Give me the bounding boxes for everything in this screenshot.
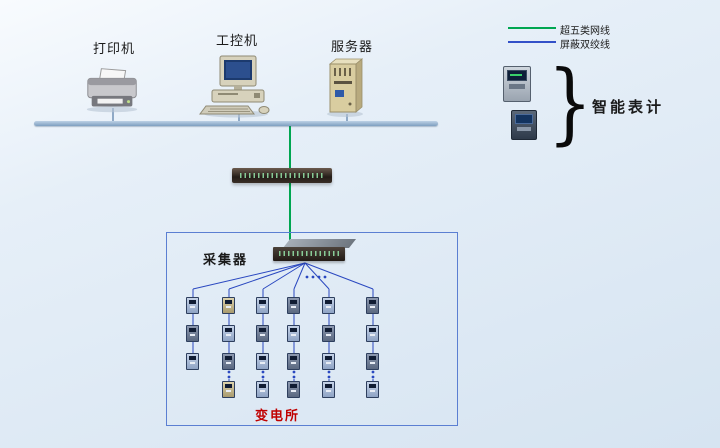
meter-icon xyxy=(366,297,379,314)
green-link-switch-to-collector xyxy=(289,183,291,240)
meter-icon xyxy=(287,297,300,314)
network-bus-line xyxy=(34,121,438,126)
meter-icon xyxy=(366,381,379,398)
meter-icon xyxy=(256,381,269,398)
meter-icon xyxy=(186,297,199,314)
meter-icon xyxy=(322,297,335,314)
meter-icon xyxy=(256,325,269,342)
computer-icon xyxy=(198,52,278,122)
collector-icon xyxy=(273,239,357,263)
substation-wiring xyxy=(192,262,375,389)
substation-label: 变电所 xyxy=(255,409,301,424)
collector-front-face xyxy=(273,247,345,261)
collector-ports xyxy=(279,251,339,256)
smart-meter-icon xyxy=(503,66,531,102)
server-label: 服务器 xyxy=(331,40,374,55)
printer-icon xyxy=(82,66,144,118)
meter-icon xyxy=(222,325,235,342)
meter-icon xyxy=(322,325,335,342)
meter-icon xyxy=(322,381,335,398)
meter-buttons xyxy=(509,84,525,89)
meter-icon xyxy=(256,297,269,314)
substation-box: 采集器 变电所 xyxy=(166,232,458,426)
printer-drop-line xyxy=(112,108,114,123)
ethernet-switch-icon xyxy=(232,168,332,183)
switch-ports xyxy=(240,173,324,178)
ellipsis-dots xyxy=(227,275,375,379)
meter-icon xyxy=(186,325,199,342)
meter-screen xyxy=(507,70,527,81)
meter-icon xyxy=(222,381,235,398)
meter-icon xyxy=(186,353,199,370)
meter-icon xyxy=(366,325,379,342)
meter-icon xyxy=(322,353,335,370)
meter-icon xyxy=(366,353,379,370)
server-icon xyxy=(322,56,370,122)
legend-cat5-label: 超五类网线 xyxy=(560,26,610,37)
meter-screen xyxy=(515,114,533,124)
meter-buttons xyxy=(517,127,531,131)
legend-stp-line xyxy=(508,41,556,43)
smart-meter-label: 智能表计 xyxy=(592,98,665,116)
meter-icon xyxy=(256,353,269,370)
ipc-drop-line xyxy=(238,114,240,123)
ipc-label: 工控机 xyxy=(216,34,259,49)
legend-cat5-line xyxy=(508,27,556,29)
smart-meter-icon xyxy=(511,110,537,140)
meter-icon xyxy=(287,325,300,342)
server-drop-line xyxy=(346,114,348,123)
meter-icon xyxy=(222,297,235,314)
green-link-bus-to-switch xyxy=(289,126,291,170)
meter-icon xyxy=(287,381,300,398)
meter-icon xyxy=(287,353,300,370)
brace-icon: } xyxy=(547,51,593,154)
legend-stp-label: 屏蔽双绞线 xyxy=(560,40,610,51)
printer-label: 打印机 xyxy=(93,42,136,57)
collector-label: 采集器 xyxy=(203,253,249,268)
meter-icon xyxy=(222,353,235,370)
